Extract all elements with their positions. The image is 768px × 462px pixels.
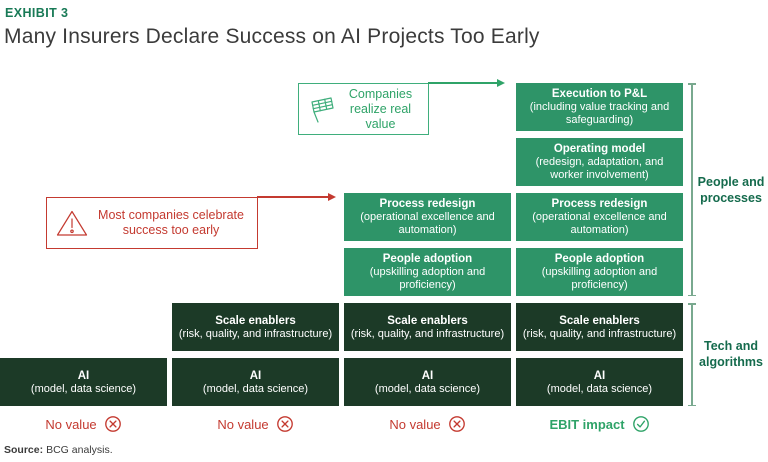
outcome-col3: No value [344, 411, 511, 437]
callout-too-early: Most companies celebrate success too ear… [46, 197, 258, 249]
outcome-col4: EBIT impact [516, 411, 683, 437]
outcome-label: EBIT impact [549, 416, 625, 432]
bracket-label-people-processes: People and processes [697, 175, 765, 205]
bracket-tech-algorithms [688, 303, 695, 406]
box-subtitle: (risk, quality, and infrastructure) [522, 327, 677, 340]
box-title: AI [249, 369, 262, 382]
outcome-label: No value [389, 416, 441, 432]
box-execution-to-pl: Execution to P&L (including value tracki… [516, 83, 683, 131]
box-people-adoption-col3: People adoption (upskilling adoption and… [344, 248, 511, 296]
callout-real-value: Companies realize real value [298, 83, 429, 135]
box-title: Scale enablers [387, 314, 468, 327]
box-scale-enablers-col3: Scale enablers (risk, quality, and infra… [344, 303, 511, 351]
box-subtitle: (model, data science) [202, 382, 309, 395]
box-title: People adoption [382, 253, 473, 265]
box-ai-col1: AI (model, data science) [0, 358, 167, 406]
box-subtitle: (redesign, adaptation, and worker involv… [535, 156, 664, 181]
arrow-to-execution [428, 78, 505, 87]
box-subtitle: (upskilling adoption and proficiency) [369, 266, 486, 291]
box-title: Process redesign [379, 198, 476, 210]
box-process-redesign-col4: Process redesign (operational excellence… [516, 193, 683, 241]
box-scale-enablers-col2: Scale enablers (risk, quality, and infra… [172, 303, 339, 351]
outcome-label: No value [45, 416, 97, 432]
box-title: People adoption [554, 253, 645, 265]
box-people-adoption-col4: People adoption (upskilling adoption and… [516, 248, 683, 296]
box-title: Execution to P&L [551, 88, 648, 100]
box-subtitle: (model, data science) [546, 382, 653, 395]
source-line: Source:BCG analysis. [4, 444, 113, 456]
box-scale-enablers-col4: Scale enablers (risk, quality, and infra… [516, 303, 683, 351]
circle-check-icon [632, 415, 650, 433]
bracket-people-processes [688, 83, 695, 296]
circle-x-icon [448, 415, 466, 433]
box-subtitle: (operational excellence and automation) [532, 211, 667, 236]
callout-real-value-text: Companies realize real value [348, 86, 413, 131]
box-subtitle: (upskilling adoption and proficiency) [541, 266, 658, 291]
box-title: AI [593, 369, 606, 382]
page-title: Many Insurers Declare Success on AI Proj… [4, 25, 540, 48]
source-label: Source: [4, 444, 44, 456]
box-subtitle: (model, data science) [30, 382, 137, 395]
outcome-label: No value [217, 416, 269, 432]
box-subtitle: (risk, quality, and infrastructure) [178, 327, 333, 340]
box-title: Process redesign [551, 198, 648, 210]
warning-triangle-icon [55, 208, 89, 238]
box-operating-model: Operating model (redesign, adaptation, a… [516, 138, 683, 186]
box-subtitle: (risk, quality, and infrastructure) [350, 327, 505, 340]
box-subtitle: (model, data science) [374, 382, 481, 395]
outcome-col2: No value [172, 411, 339, 437]
box-subtitle: (including value tracking and safeguardi… [529, 101, 670, 126]
box-ai-col2: AI (model, data science) [172, 358, 339, 406]
source-text: BCG analysis. [46, 444, 113, 456]
box-process-redesign-col3: Process redesign (operational excellence… [344, 193, 511, 241]
checkered-flag-icon [307, 94, 337, 124]
box-title: Operating model [553, 143, 646, 155]
box-title: AI [421, 369, 434, 382]
box-subtitle: (operational excellence and automation) [360, 211, 495, 236]
circle-x-icon [276, 415, 294, 433]
arrow-to-process-redesign [257, 192, 336, 201]
bracket-label-tech-algorithms: Tech and algorithms [699, 339, 763, 369]
box-title: Scale enablers [215, 314, 296, 327]
exhibit-label: EXHIBIT 3 [5, 6, 69, 20]
box-ai-col3: AI (model, data science) [344, 358, 511, 406]
box-title: AI [77, 369, 90, 382]
callout-too-early-text: Most companies celebrate success too ear… [98, 208, 244, 237]
box-title: Scale enablers [559, 314, 640, 327]
outcome-col1: No value [0, 411, 167, 437]
box-ai-col4: AI (model, data science) [516, 358, 683, 406]
circle-x-icon [104, 415, 122, 433]
